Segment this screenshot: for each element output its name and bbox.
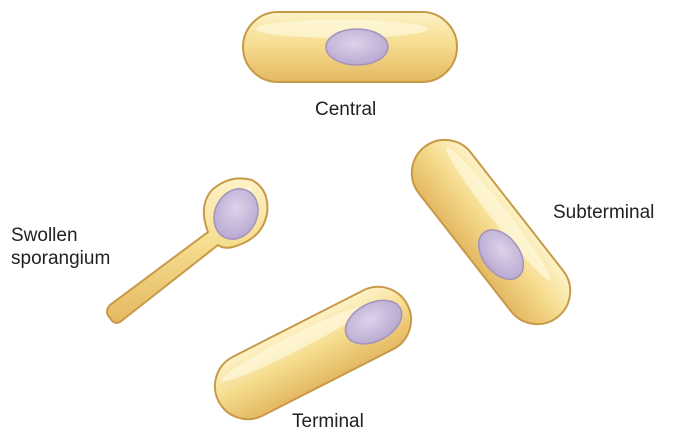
- swollen-label-line2: sporangium: [11, 247, 110, 270]
- subterminal-cell: [399, 127, 584, 338]
- terminal-cell: [204, 275, 423, 430]
- swollen-sporangium-label: Swollen sporangium: [11, 224, 110, 270]
- central-spore: [326, 29, 388, 65]
- swollen-label-line1: Swollen: [11, 224, 110, 247]
- central-cell: [243, 12, 457, 82]
- subterminal-label: Subterminal: [553, 201, 654, 224]
- swollen-sporangium-cell: [107, 178, 267, 323]
- terminal-label: Terminal: [292, 410, 364, 433]
- central-label: Central: [315, 98, 376, 121]
